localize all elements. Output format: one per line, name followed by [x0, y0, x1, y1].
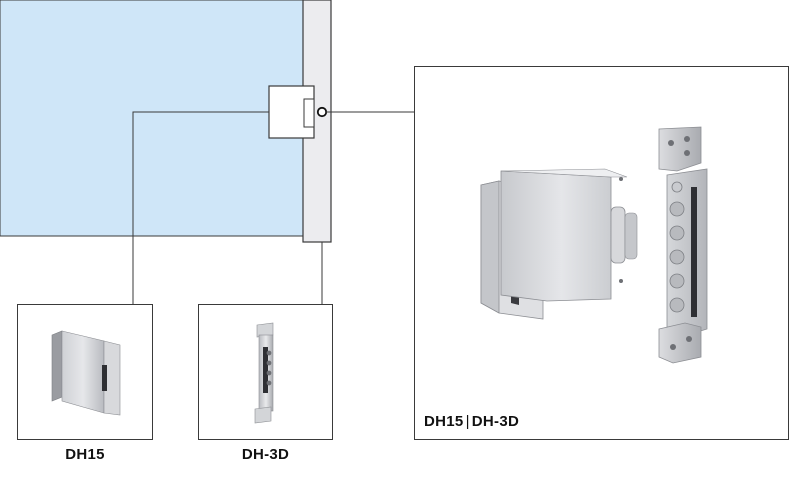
product-label-dh3d: DH-3D — [241, 446, 290, 463]
hinge-plate-outline — [303, 98, 315, 128]
pivot-marker — [316, 106, 328, 118]
detail-label: DH15|DH-3D — [424, 413, 519, 430]
detail-label-dh15: DH15 — [424, 413, 464, 430]
detail-label-dh3d: DH-3D — [471, 413, 520, 430]
product-box-dh3d[interactable] — [198, 304, 333, 440]
product-label-dh15: DH15 — [65, 446, 105, 463]
product-box-dh15[interactable] — [17, 304, 153, 440]
leader-line-dh15 — [132, 111, 269, 304]
detail-hinge-image — [480, 126, 708, 364]
dh3d-hinge-image — [254, 322, 274, 424]
glass-panel — [0, 0, 304, 237]
product-box-detail[interactable]: DH15|DH-3D — [414, 66, 789, 440]
dh15-hinge-image — [51, 330, 121, 416]
detail-label-separator: | — [465, 413, 470, 430]
